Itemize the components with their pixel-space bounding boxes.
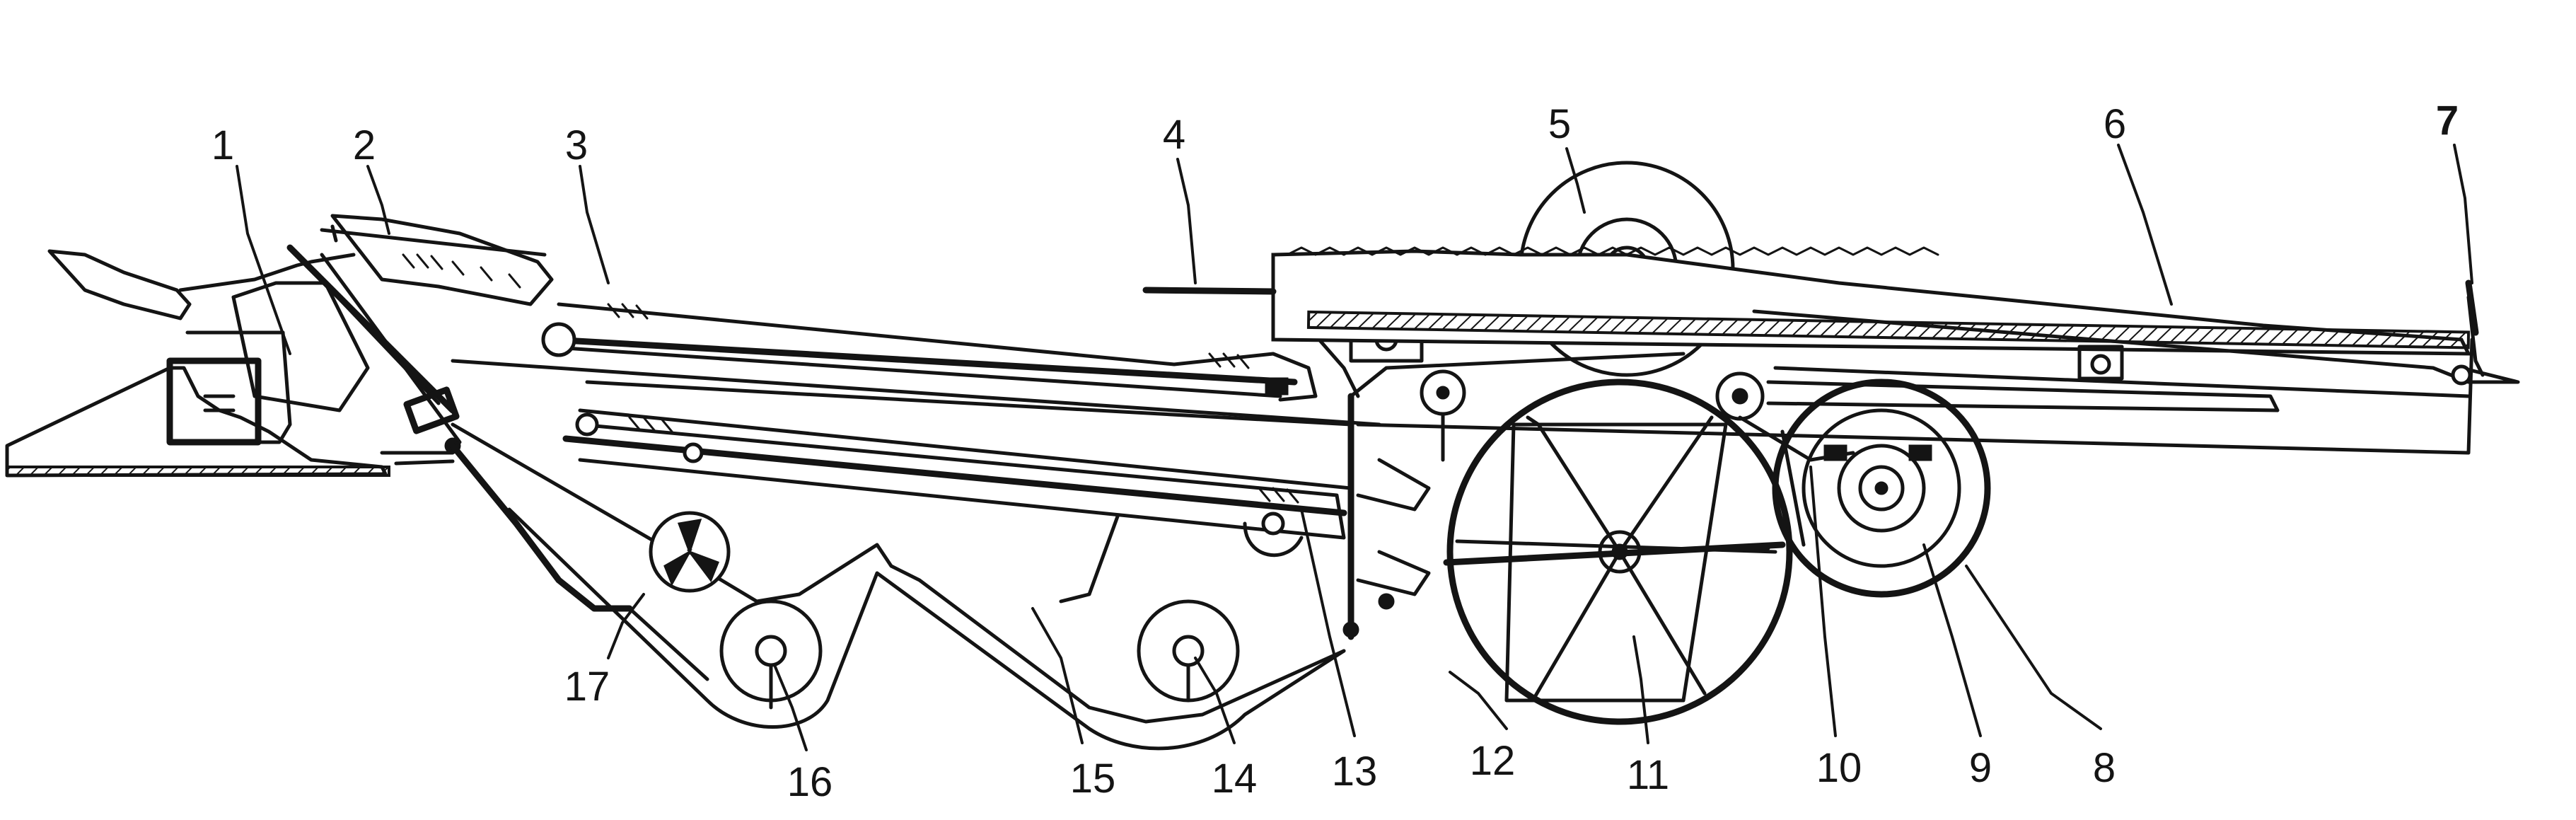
leader-4: [1176, 158, 1197, 284]
main-frame-rail: [1356, 337, 2474, 455]
leader-1: [236, 165, 291, 355]
leader-7: [2453, 144, 2473, 284]
callout-11: 11: [1627, 752, 1669, 798]
leader-6: [2117, 144, 2173, 306]
lower-fan-and-rollers: [649, 511, 1240, 710]
leader-3: [579, 165, 610, 284]
callout-12: 12: [1470, 738, 1516, 784]
callout-labels: 1 2 3 4 5 6 7 8 9 10 11 12 13 14 15 16 1…: [211, 98, 2459, 805]
callout-7: 7: [2436, 98, 2459, 144]
callout-9: 9: [1969, 745, 1992, 791]
callout-8: 8: [2093, 745, 2116, 791]
callout-14: 14: [1212, 756, 1258, 802]
callout-5: 5: [1548, 101, 1571, 147]
middle-sieve-conveyor: [562, 380, 1353, 604]
callout-3: 3: [565, 122, 588, 168]
callout-2: 2: [353, 122, 376, 168]
callout-1: 1: [211, 122, 234, 168]
leader-10: [1809, 466, 1837, 737]
lower-trough: [449, 422, 1346, 751]
front-intake-hopper: [5, 249, 390, 478]
callout-17: 17: [564, 664, 610, 710]
callout-6: 6: [2104, 101, 2126, 147]
callout-15: 15: [1070, 756, 1116, 802]
upper-conveyor: [402, 253, 1381, 427]
leader-lines: [236, 144, 2473, 751]
rear-wheel-assembly: [1715, 371, 2280, 598]
central-frame: [1278, 302, 1686, 640]
callout-16: 16: [787, 759, 833, 805]
leader-5: [1565, 147, 1586, 214]
leader-9: [1922, 543, 1982, 737]
leader-12: [1449, 671, 1508, 730]
leader-16: [773, 664, 808, 751]
leader-8: [1965, 565, 2102, 730]
callout-10: 10: [1816, 745, 1862, 791]
leader-11: [1632, 635, 1649, 744]
elevator-frame: [286, 214, 554, 466]
leader-17: [607, 593, 645, 659]
leader-2: [366, 165, 390, 235]
leader-13: [1300, 508, 1356, 737]
beater-wheel: [1443, 379, 1793, 725]
leader-15: [1031, 607, 1084, 744]
leader-14: [1194, 657, 1236, 744]
callout-13: 13: [1332, 749, 1378, 795]
top-platform: [1142, 161, 2520, 386]
callout-4: 4: [1163, 112, 1185, 158]
